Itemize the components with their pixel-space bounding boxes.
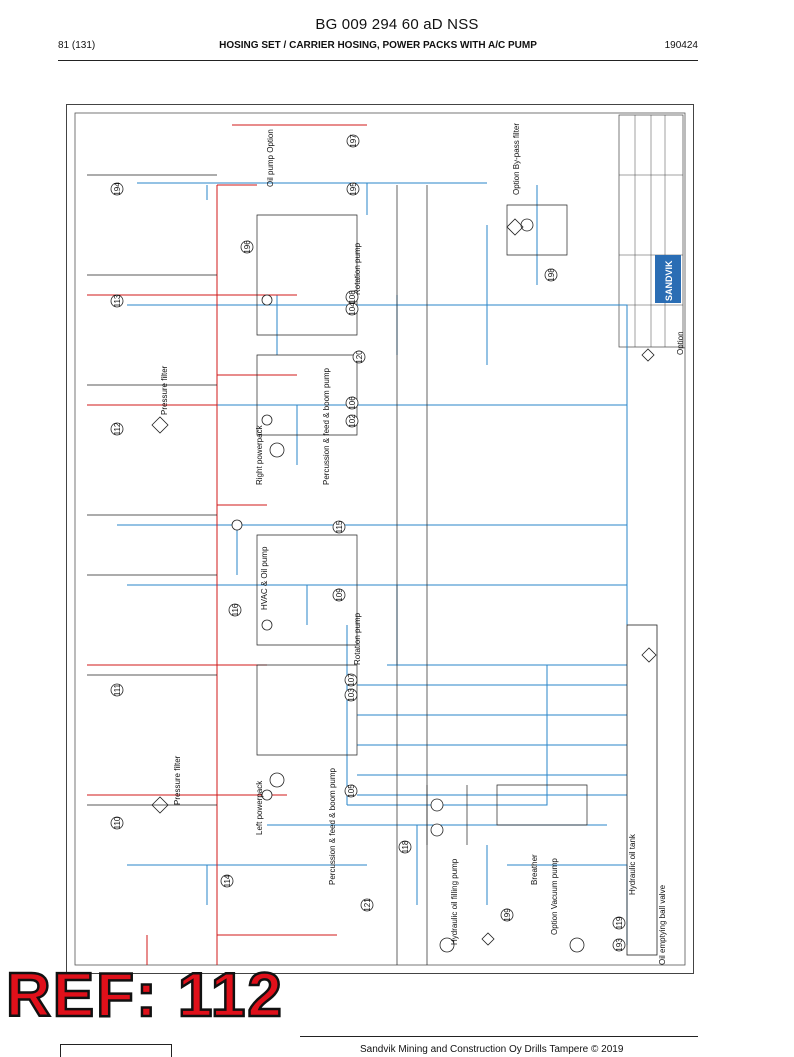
- ref-callout-110: 110: [110, 816, 124, 830]
- brand-logo-text: SANDVIK: [664, 260, 674, 301]
- label-hydraulic-oil-tank: Hydraulic oil tank: [628, 833, 637, 895]
- ref-callout-198: 198: [544, 268, 558, 282]
- inner-frame: [74, 112, 686, 966]
- ref-number: 197: [349, 134, 358, 148]
- ref-number: 194: [113, 182, 122, 196]
- ref-callout-102: 102: [345, 414, 359, 428]
- label-pressure-filter-1: Pressure filter: [160, 365, 169, 415]
- ref-number: 110: [113, 816, 122, 829]
- ref-callout-118: 118: [398, 840, 412, 854]
- ref-number: 106: [348, 396, 357, 410]
- oil-tank-outline: [626, 624, 658, 956]
- ref-number: 116: [231, 603, 240, 616]
- page-indicator: 81 (131): [58, 40, 96, 51]
- header-row: 81 (131) HOSING SET / CARRIER HOSING, PO…: [58, 40, 698, 56]
- label-option: Option: [676, 331, 685, 355]
- label-percussion-pump-2: Percussion & feed & boom pump: [328, 767, 337, 885]
- ref-callout-196: 196: [240, 240, 254, 254]
- ref-number: 195: [349, 182, 358, 196]
- label-oil-emptying-valve: Oil emptying ball valve: [658, 884, 667, 965]
- footer-logo: [60, 1044, 172, 1057]
- ref-callout-115: 115: [332, 520, 346, 534]
- ref-number: 198: [547, 268, 556, 282]
- ref-callout-116: 116: [228, 603, 242, 617]
- motor-symbols: [231, 218, 585, 953]
- label-percussion-pump-1: Percussion & feed & boom pump: [322, 367, 331, 485]
- ref-number: 105: [347, 784, 356, 798]
- ref-number: 115: [335, 520, 344, 533]
- ref-number: 107: [347, 673, 356, 687]
- schematic-canvas: SANDVIK: [74, 112, 686, 966]
- reference-stamp: REF: 112: [5, 960, 284, 1032]
- brand-logo-block: [655, 255, 681, 303]
- label-right-powerpack: Right powerpack: [255, 424, 264, 485]
- label-oil-pump-option: Oil pump Option: [266, 129, 275, 187]
- ref-callout-193: 193: [612, 938, 626, 952]
- ref-callout-199: 199: [500, 908, 514, 922]
- ref-callout-195: 195: [346, 182, 360, 196]
- ref-callout-109: 109: [332, 588, 346, 602]
- footer-copyright: Sandvik Mining and Construction Oy Drill…: [360, 1044, 624, 1055]
- label-left-powerpack: Left powerpack: [255, 780, 264, 835]
- ref-number: 114: [223, 874, 232, 887]
- label-hvac-oil-pump: HVAC & Oil pump: [260, 546, 269, 610]
- ref-callout-120: 120: [352, 350, 366, 364]
- ref-callout-112: 112: [110, 422, 124, 436]
- component-lines: [87, 174, 588, 965]
- label-hydraulic-filling-pump: Hydraulic oil filling pump: [450, 858, 459, 945]
- ref-number: 196: [243, 240, 252, 254]
- label-rotation-pump-1: Rotation pump: [353, 242, 362, 295]
- ref-number: 102: [348, 414, 357, 428]
- label-rotation-pump-2: Rotation pump: [353, 612, 362, 665]
- return-lines: [117, 182, 628, 945]
- ref-callout-107: 107: [344, 673, 358, 687]
- ref-number: 104: [348, 302, 357, 316]
- ref-number: 112: [113, 422, 122, 435]
- ref-number: 199: [503, 908, 512, 922]
- ref-number: 193: [615, 938, 624, 952]
- ref-number: 103: [347, 688, 356, 702]
- document-number: BG 009 294 60 aD NSS: [315, 16, 479, 33]
- ref-callout-105: 105: [344, 784, 358, 798]
- hydraulic-schematic: SANDVIK: [66, 104, 694, 974]
- label-option-vacuum-pump: Option Vacuum pump: [550, 858, 559, 935]
- section-title: HOSING SET / CARRIER HOSING, POWER PACKS…: [219, 40, 537, 51]
- ref-number: 109: [335, 588, 344, 602]
- filter-symbols: [151, 218, 657, 946]
- ref-number: 121: [363, 898, 372, 912]
- pressure-lines: [87, 124, 367, 965]
- label-breather: Breather: [530, 854, 539, 885]
- ref-number: 113: [113, 294, 122, 307]
- ref-callout-111: 111: [110, 683, 124, 697]
- footer-divider: [300, 1036, 698, 1037]
- header-divider: [58, 60, 698, 61]
- ref-callout-119: 119: [612, 916, 626, 930]
- ref-callout-103: 103: [344, 688, 358, 702]
- ref-number: 111: [113, 683, 122, 696]
- label-option-bypass-filter: Option By-pass filter: [512, 123, 521, 195]
- ref-callout-194: 194: [110, 182, 124, 196]
- ref-callout-114: 114: [220, 874, 234, 888]
- ref-number: 120: [355, 350, 364, 364]
- title-block: SANDVIK: [618, 114, 684, 348]
- ref-number: 118: [401, 840, 410, 853]
- ref-callout-121: 121: [360, 898, 374, 912]
- ref-callout-106: 106: [345, 396, 359, 410]
- ref-callout-104: 104: [345, 302, 359, 316]
- label-pressure-filter-2: Pressure filter: [173, 755, 182, 805]
- ref-number: 119: [615, 916, 624, 929]
- ref-number: 108: [348, 290, 357, 304]
- ref-callout-113: 113: [110, 294, 124, 308]
- ref-callout-197: 197: [346, 134, 360, 148]
- document-date: 190424: [664, 40, 698, 51]
- ref-callout-108: 108: [345, 290, 359, 304]
